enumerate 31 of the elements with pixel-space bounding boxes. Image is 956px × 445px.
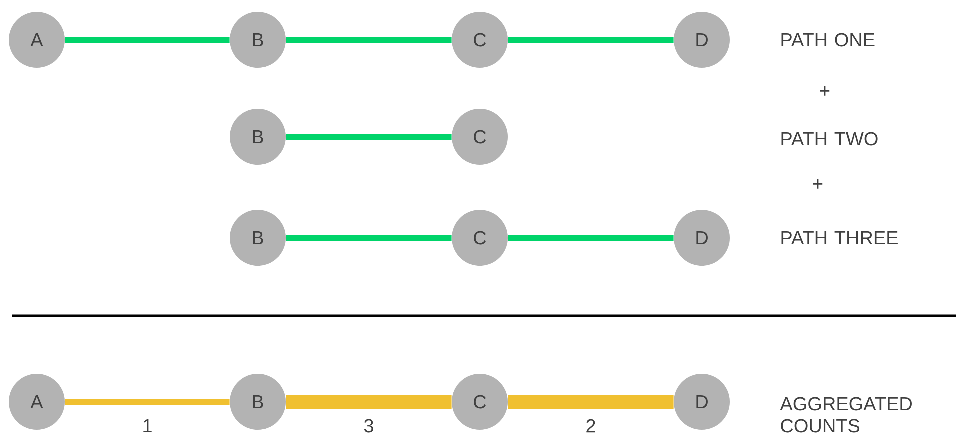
edge-label: 3 (362, 418, 376, 434)
plus-sign: + (813, 180, 823, 189)
connector-line (286, 395, 452, 409)
connector-line (508, 37, 674, 43)
circle-node: B (230, 109, 286, 165)
circle-node: A (9, 12, 65, 68)
connector-line (286, 235, 452, 241)
connector-line (508, 395, 674, 409)
edge-label: 2 (584, 418, 598, 434)
row-label: PATH TWO (782, 132, 878, 146)
plus-sign: + (820, 86, 830, 96)
circle-node: B (230, 12, 286, 68)
circle-node: C (452, 210, 508, 266)
circle-node: C (452, 12, 508, 68)
connector-line (65, 399, 230, 405)
circle-node: D (674, 374, 730, 430)
connector-line (65, 37, 230, 43)
circle-node: A (9, 374, 65, 430)
circle-node: C (452, 374, 508, 430)
connector-line (286, 134, 452, 140)
circle-node: C (452, 109, 508, 165)
connector-line (508, 235, 674, 241)
circle-node: B (230, 374, 286, 430)
edge-label: 1 (141, 418, 154, 434)
circle-node: D (674, 12, 730, 68)
circle-node: B (230, 210, 286, 266)
row-label: AGGREGATED COUNTS (780, 397, 912, 433)
row-label: PATH ONE (782, 33, 875, 47)
connector-line (286, 37, 452, 43)
circle-node: D (674, 210, 730, 266)
row-label: PATH THREE (782, 231, 898, 245)
